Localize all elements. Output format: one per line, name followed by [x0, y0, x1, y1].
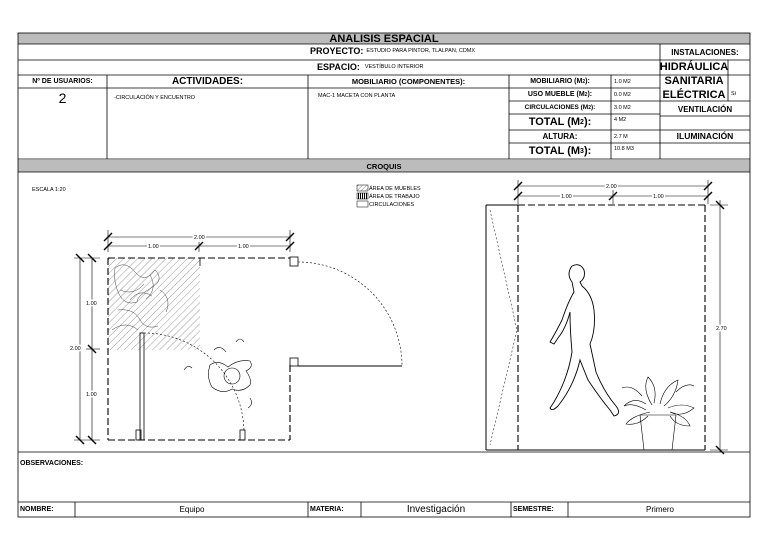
inst-hidraulica: HIDRÁULICA [660, 61, 728, 73]
plan-dim-half-b: 1.00 [238, 244, 249, 250]
proyecto-value: ESTUDIO PARA PINTOR, TLALPAN, CDMX [366, 48, 476, 54]
person-top-view [183, 338, 252, 409]
plant-elevation [621, 376, 695, 451]
proyecto-row: PROYECTO: ESTUDIO PARA PINTOR, TLALPAN, … [310, 45, 660, 57]
footer-nombre-value: Equipo [179, 505, 205, 514]
close: ): [587, 91, 593, 98]
footer-materia-label: MATERIA: [310, 506, 344, 513]
elev-dim-total-width: 2.00 [606, 184, 617, 190]
croquis-title: CROQUIS [18, 160, 750, 172]
close: ): [583, 145, 592, 157]
footer-semestre-label: SEMESTRE: [513, 506, 554, 513]
plan-dim-total-height: 2.00 [70, 346, 81, 352]
close: ): [583, 116, 592, 128]
instalaciones-title: INSTALACIONES: [671, 48, 739, 57]
observaciones-label: OBSERVACIONES: [20, 459, 84, 467]
mobiliario-header: MOBILIARIO (COMPONENTES): [351, 77, 466, 86]
person-elevation [549, 264, 619, 417]
metric-mobiliario-text: MOBILIARIO (M [530, 78, 583, 85]
metric-total-value: 4 M2 [614, 116, 627, 123]
elevation-dimension-labels: 2.00 1.00 1.00 2.70 [560, 183, 729, 334]
plant-top-view [111, 264, 169, 331]
close: ): [585, 78, 590, 85]
plan-dim-half-bottom: 1.00 [86, 392, 97, 398]
floor-plan [74, 230, 403, 445]
metric-altura-label: ALTURA: [542, 132, 578, 141]
metric-total-text: TOTAL (M [528, 116, 581, 128]
footer-semestre-value: Primero [645, 505, 674, 514]
elevation [485, 180, 728, 455]
metric-uso-text: USO MUEBLE (M [527, 91, 585, 98]
footer-nombre-label: NOMBRE: [20, 506, 54, 513]
plan-dim-half-a: 1.00 [148, 244, 159, 250]
usuarios-header: Nº DE USUARIOS: [32, 78, 93, 85]
inst-iluminacion: ILUMINACIÓN [676, 131, 734, 141]
metric-circ-text: CIRCULACIONES (M [524, 104, 589, 111]
actividades-value: -CIRCULACIÓN Y ENCUENTRO [114, 95, 196, 101]
metric-circ-value: 3.0 M2 [614, 104, 631, 111]
metric-uso-value: 0.0 M2 [614, 91, 631, 98]
elev-dim-height: 2.70 [716, 326, 727, 332]
elev-dim-half-a: 1.00 [561, 194, 572, 200]
metric-total3-value: 10.8 M3 [614, 145, 634, 152]
espacio-row: ESPACIO: VESTÍBULO INTERIOR [317, 61, 657, 73]
inst-electrica: ELÉCTRICA [662, 89, 726, 101]
proyecto-label: PROYECTO: [310, 46, 364, 56]
metric-total3-text: TOTAL (M [528, 145, 581, 157]
inst-electrica-value: Si [731, 91, 736, 97]
inst-ventilacion: VENTILACIÓN [677, 104, 733, 114]
legend-circulaciones: CIRCULACIONES [369, 202, 415, 208]
footer-materia-value: Investigación [406, 504, 466, 515]
metric-altura-value: 2.7 M [614, 133, 628, 140]
plan-dim-half-top: 1.00 [86, 301, 97, 307]
legend: ÁREA DE MUEBLES ÁREA DE TRABAJO CIRCULAC… [356, 184, 421, 208]
close: ): [591, 104, 596, 111]
escala-label: ESCALA 1:20 [32, 187, 66, 193]
mobiliario-value: MAC-1 MACETA CON PLANTA [318, 93, 396, 99]
plan-dim-total-width: 2.00 [194, 235, 205, 241]
elev-dim-half-b: 1.00 [653, 194, 664, 200]
espacio-value: VESTÍBULO INTERIOR [364, 64, 424, 70]
metric-mobiliario-value: 1.0 M2 [614, 78, 631, 85]
sheet-title: ANALISIS ESPACIAL [18, 33, 750, 44]
espacio-label: ESPACIO: [317, 62, 360, 72]
legend-muebles: ÁREA DE MUEBLES [369, 185, 421, 192]
legend-trabajo: ÁREA DE TRABAJO [369, 193, 420, 200]
actividades-header: ACTIVIDADES: [171, 76, 244, 87]
usuarios-value: 2 [58, 90, 67, 106]
plan-dimension-labels: 2.00 1.00 1.00 2.00 1.00 1.00 [69, 234, 251, 400]
inst-sanitaria: SANITARIA [664, 75, 724, 87]
